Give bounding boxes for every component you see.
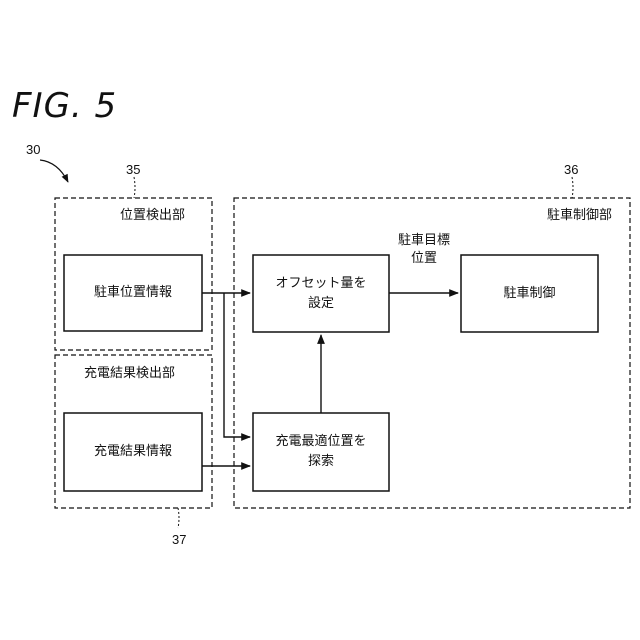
- parking-control-group-label: 駐車制御部: [547, 204, 612, 223]
- figure-title: FIG. 5: [12, 86, 117, 126]
- ref-number-35: 35: [126, 162, 140, 177]
- charge-result-info-text: 充電結果情報: [64, 413, 202, 491]
- ref-number-36: 36: [564, 162, 578, 177]
- offset-setting-text: オフセット量を 設定: [253, 255, 389, 332]
- ref-number-37: 37: [172, 532, 186, 547]
- ref-30-leader: [40, 160, 68, 182]
- charge-detector-label: 充電結果検出部: [84, 362, 175, 381]
- ref-35-leader: [134, 177, 135, 198]
- parking-control-text: 駐車制御: [461, 255, 598, 332]
- optimal-search-text: 充電最適位置を 探索: [253, 413, 389, 491]
- ref-number-30: 30: [26, 142, 40, 157]
- position-detector-label: 位置検出部: [120, 204, 185, 223]
- ref-37-leader: [178, 508, 179, 528]
- ref-36-leader: [572, 177, 573, 198]
- arrow-position-to-search: [224, 293, 250, 437]
- parking-position-info-text: 駐車位置情報: [64, 255, 202, 331]
- target-position-label: 駐車目標 位置: [388, 232, 460, 268]
